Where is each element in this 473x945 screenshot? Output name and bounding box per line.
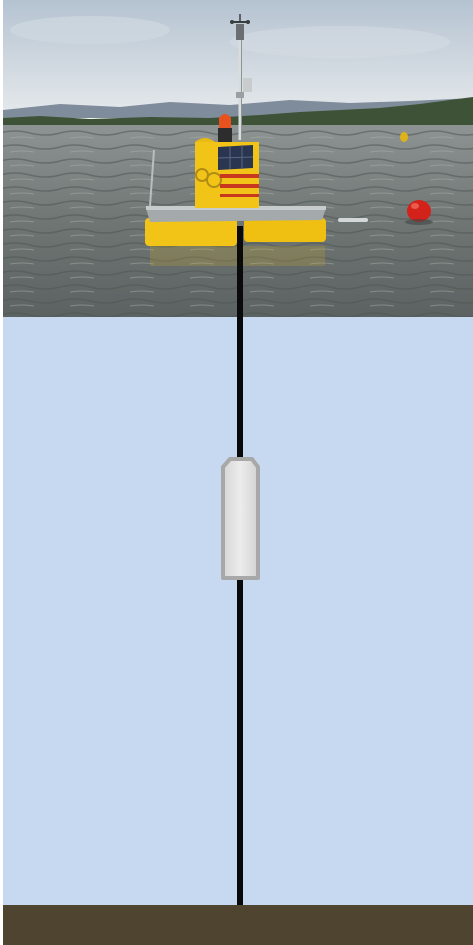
warning-light (219, 114, 231, 128)
cloud (230, 26, 450, 58)
sensor-capsule-icon (223, 459, 258, 578)
lake-bed (3, 905, 473, 945)
cloud (10, 16, 170, 44)
platform-deck (146, 208, 326, 222)
distant-buoy (400, 132, 408, 142)
pontoon-right (244, 218, 326, 242)
light-base (218, 128, 232, 142)
pontoon-left (145, 218, 237, 246)
float-line (338, 218, 368, 222)
